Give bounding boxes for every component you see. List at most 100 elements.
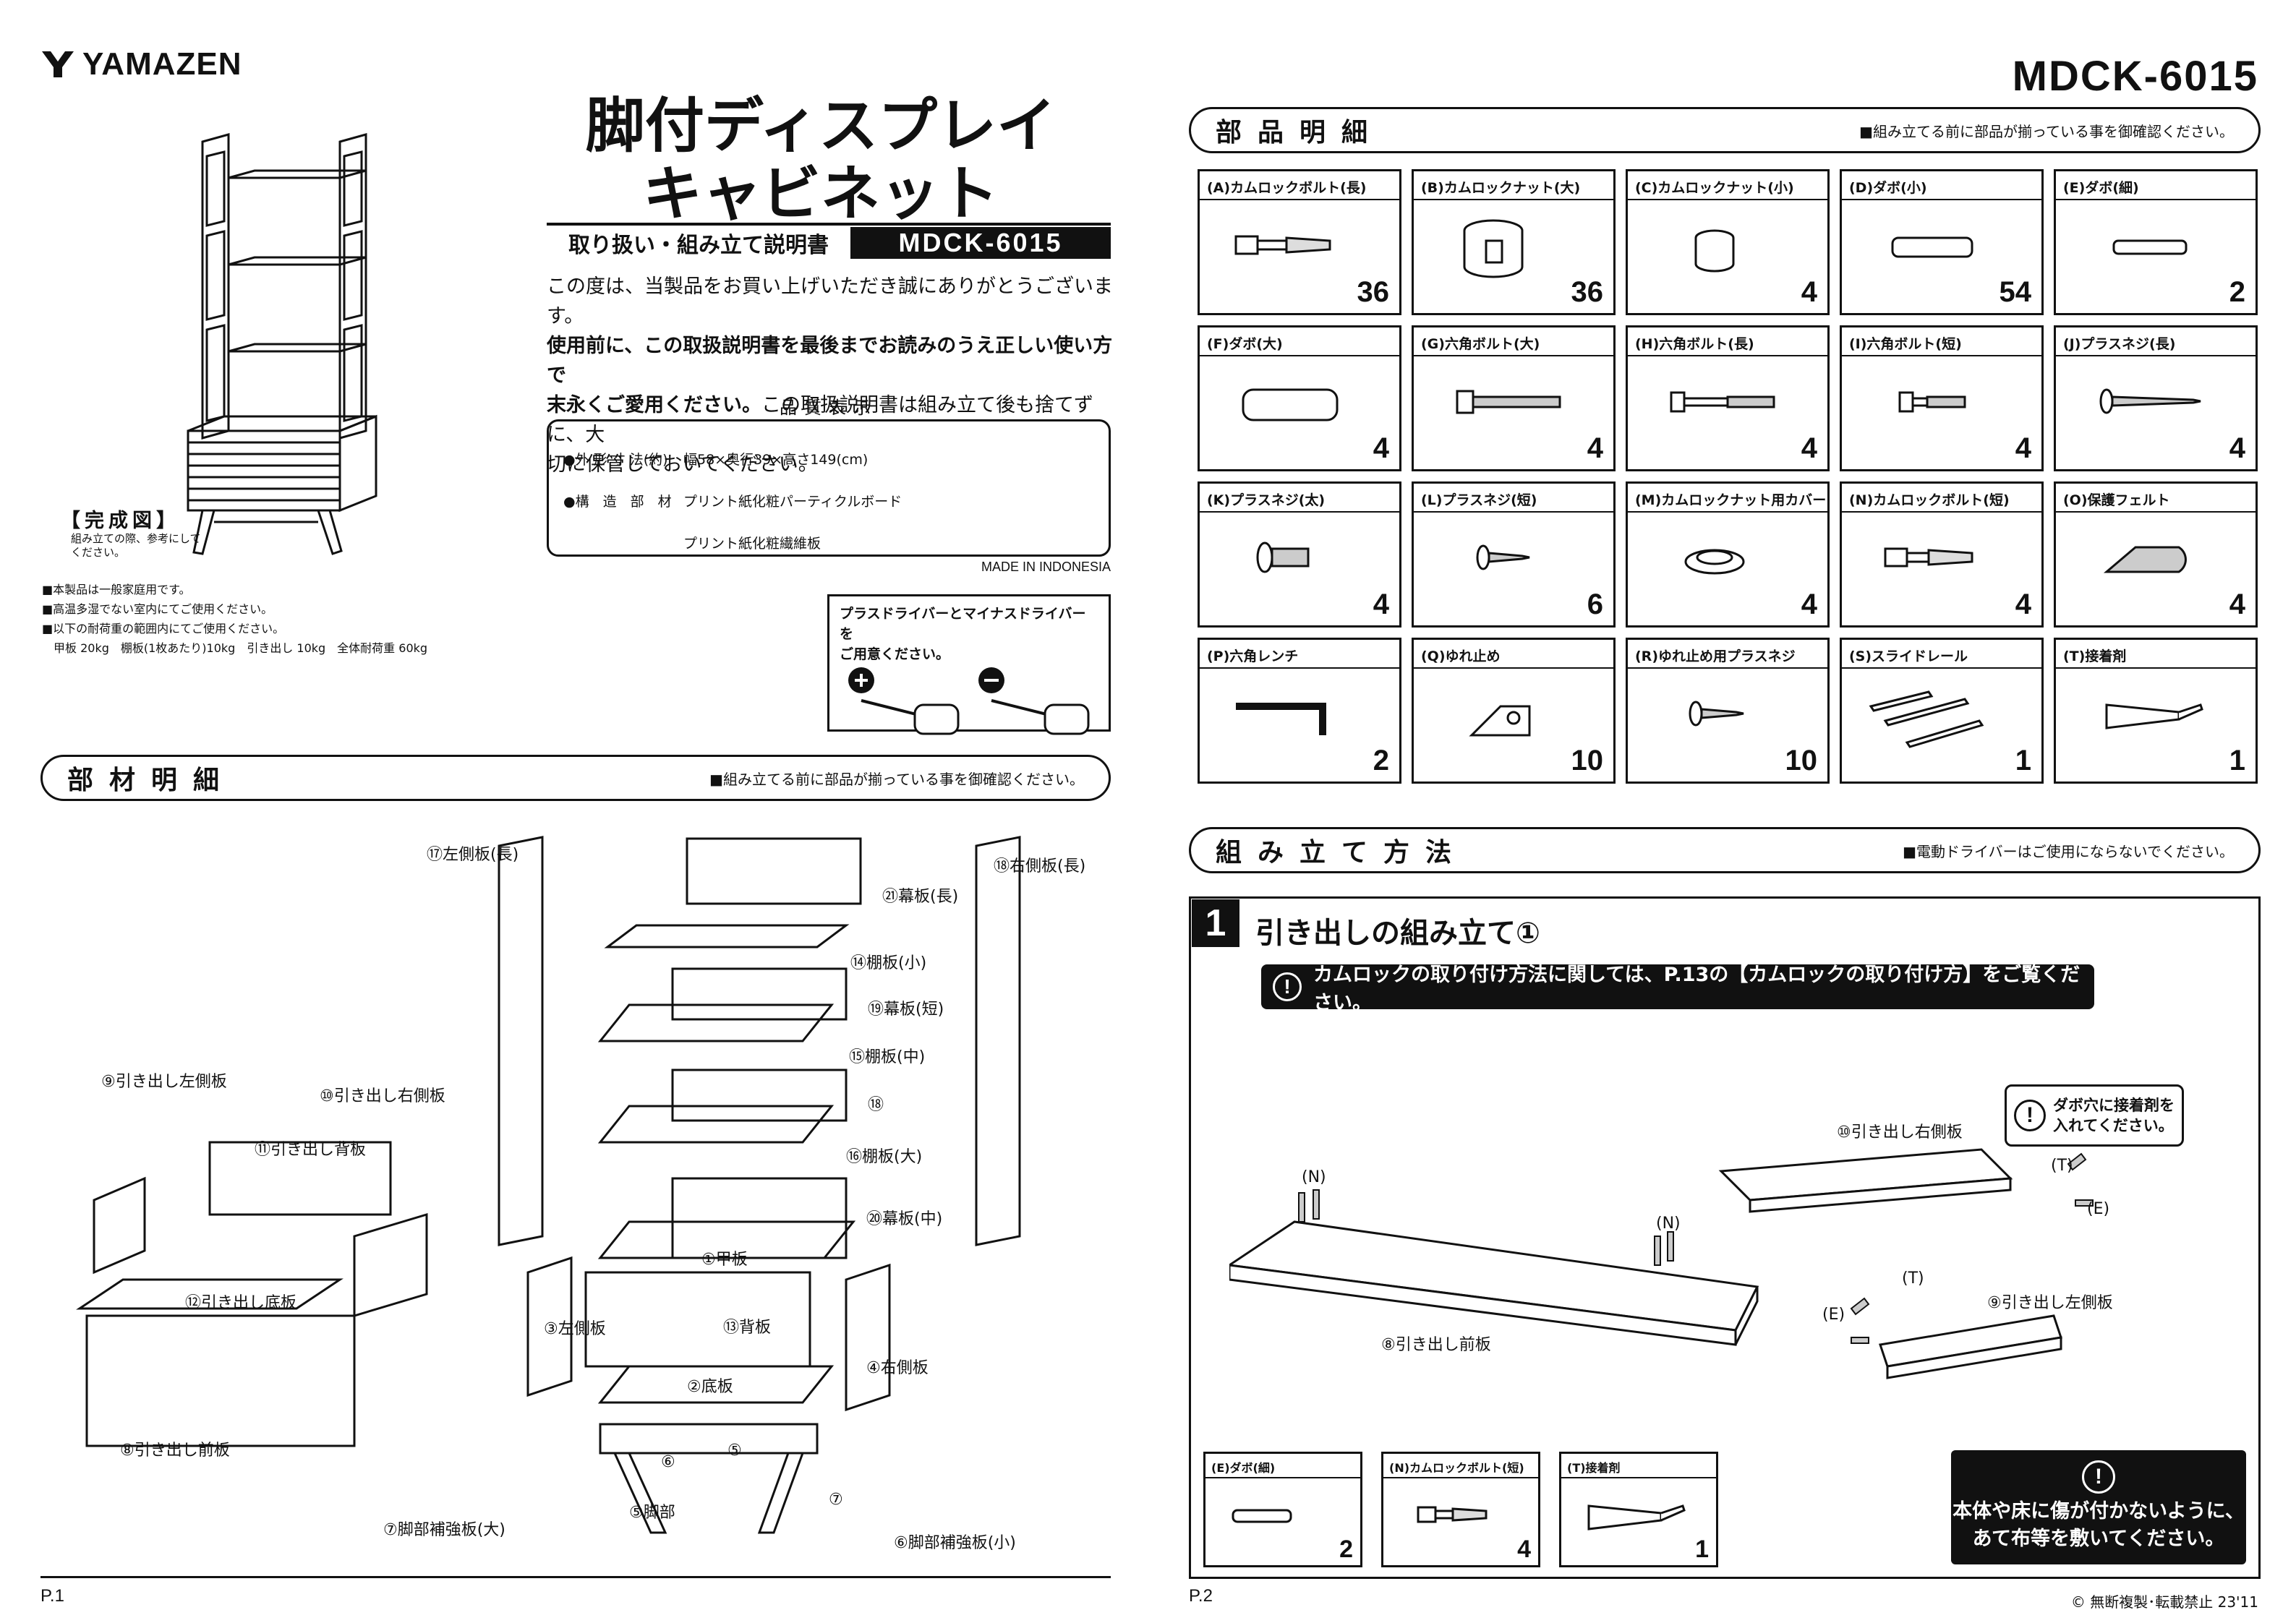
label-p17: ⑰左側板(長) bbox=[427, 846, 519, 864]
step-label-n2: (N) bbox=[1656, 1215, 1681, 1233]
page1-footer-rule bbox=[40, 1576, 1111, 1578]
intro-text: この度は、当製品をお買い上げいただき誠にありがとうございます。 使用前に、この取… bbox=[547, 275, 1113, 476]
dowel-large-icon bbox=[1242, 388, 1339, 421]
mini-part-n: (N)カムロックボルト(短) 4 bbox=[1381, 1452, 1540, 1567]
label-p11: ⑪引き出し背板 bbox=[255, 1141, 367, 1159]
made-in: MADE IN INDONESIA bbox=[981, 560, 1111, 574]
page-number-1: P.1 bbox=[40, 1586, 64, 1606]
screw-long-icon bbox=[2099, 388, 2201, 414]
label-p21: ㉑幕板(長) bbox=[882, 888, 959, 906]
part-cell-m: (M)カムロックナット用カバー 4 bbox=[1626, 481, 1830, 628]
step-label-p10: ⑩引き出し右側板 bbox=[1837, 1123, 1963, 1142]
part-cell-d: (D)ダボ(小) 54 bbox=[1840, 169, 2044, 315]
complete-diagram-note: 組み立ての際、参考にしてください。 bbox=[71, 532, 201, 559]
step-1-box bbox=[1189, 896, 2261, 1579]
part-cell-a: (A)カムロックボルト(長) 36 bbox=[1198, 169, 1401, 315]
floor-protection-warning: ! 本体や床に傷が付かないように、 あて布等を敷いてください。 bbox=[1951, 1450, 2246, 1564]
step-label-e2: (E) bbox=[1822, 1306, 1845, 1324]
page-number-2: P.2 bbox=[1189, 1586, 1213, 1606]
label-p14: ⑭棚板(小) bbox=[850, 954, 927, 972]
mini-part-t: (T)接着剤 1 bbox=[1559, 1452, 1718, 1567]
hex-bolt-long-icon bbox=[1670, 391, 1775, 413]
cam-nut-small-icon bbox=[1694, 229, 1735, 273]
slide-rail-icon bbox=[1869, 690, 1984, 748]
part-cell-j: (J)プラスネジ(長) 4 bbox=[2054, 325, 2258, 471]
step-label-e1: (E) bbox=[2087, 1200, 2110, 1218]
quality-heading: 品質表示 bbox=[780, 398, 878, 418]
part-cell-f: (F)ダボ(大) 4 bbox=[1198, 325, 1401, 471]
cam-bolt-short-icon bbox=[1884, 547, 1973, 568]
step-label-t1: (T) bbox=[2051, 1157, 2073, 1175]
felt-pad-icon bbox=[2103, 546, 2187, 573]
label-p9: ⑨引き出し左側板 bbox=[101, 1073, 227, 1091]
step-label-p9: ⑨引き出し左側板 bbox=[1987, 1294, 2113, 1312]
cam-bolt-long-icon bbox=[1234, 235, 1331, 255]
label-p5: ⑤ bbox=[727, 1442, 742, 1460]
glue-callout: ! ダボ穴に接着剤を入れてください。 bbox=[2005, 1084, 2184, 1147]
dowel-thin-icon bbox=[2112, 239, 2188, 255]
glue-tube-icon bbox=[2105, 703, 2203, 729]
part-cell-g: (G)六角ボルト(大) 4 bbox=[1412, 325, 1616, 471]
part-cell-l: (L)プラスネジ(短) 6 bbox=[1412, 481, 1616, 628]
screwdriver-illustration bbox=[848, 667, 1090, 735]
label-p6: ⑥ bbox=[661, 1453, 675, 1471]
model-number: MDCK-6015 bbox=[2012, 53, 2258, 100]
part-cell-h: (H)六角ボルト(長) 4 bbox=[1626, 325, 1830, 471]
subtitle-model: MDCK-6015 bbox=[850, 227, 1111, 259]
hex-wrench-icon bbox=[1236, 703, 1326, 735]
part-cell-b: (B)カムロックナット(大) 36 bbox=[1412, 169, 1616, 315]
dowel-small-icon bbox=[1891, 236, 1973, 258]
quality-box: ●外 形 寸 法(約)幅58×奥行39×高さ149(cm) ●構 造 部 材プリ… bbox=[547, 419, 1111, 557]
label-p8: ⑧引き出し前板 bbox=[120, 1442, 230, 1460]
label-p3: ③左側板 bbox=[544, 1320, 606, 1338]
cam-cover-icon bbox=[1684, 549, 1745, 575]
subtitle-row: 取り扱い・組み立て説明書 MDCK-6015 bbox=[547, 223, 1111, 260]
assembly-section-header: 組み立て方法 ■電動ドライバーはご使用にならないでください。 bbox=[1189, 827, 2261, 873]
step1-illustration bbox=[1229, 1148, 2094, 1379]
brand-name: YAMAZEN bbox=[82, 46, 242, 82]
step-label-n1: (N) bbox=[1302, 1168, 1326, 1186]
step-title: 引き出しの組み立て① bbox=[1255, 917, 1540, 950]
label-p18: ⑱右側板(長) bbox=[994, 857, 1086, 875]
cam-nut-large-icon bbox=[1463, 219, 1524, 278]
label-p20: ⑳幕板(中) bbox=[866, 1210, 943, 1228]
part-cell-k: (K)プラスネジ(太) 4 bbox=[1198, 481, 1401, 628]
brand-logo: YAMAZEN bbox=[40, 46, 242, 82]
title-line2: キャビネット bbox=[642, 160, 999, 228]
screw-short-icon bbox=[1476, 544, 1530, 570]
step-label-p8: ⑧引き出し前板 bbox=[1381, 1336, 1491, 1354]
complete-diagram-label: 【完成図】 bbox=[61, 510, 180, 532]
tools-box: プラスドライバーとマイナスドライバーを ご用意ください。 bbox=[827, 594, 1111, 735]
title-line1: 脚付ディスプレイ bbox=[585, 92, 1057, 160]
label-p10: ⑩引き出し右側板 bbox=[320, 1087, 445, 1105]
part-cell-e: (E)ダボ(細) 2 bbox=[2054, 169, 2258, 315]
anti-tip-screw-icon bbox=[1689, 701, 1744, 727]
part-cell-o: (O)保護フェルト 4 bbox=[2054, 481, 2258, 628]
warning-icon: ! bbox=[1273, 972, 1302, 1001]
step-label-t2: (T) bbox=[1902, 1269, 1924, 1288]
label-p16: ⑯棚板(大) bbox=[846, 1148, 923, 1166]
materials-section-header: 部材明細 ■組み立てる前に部品が揃っている事を御確認ください。 bbox=[40, 755, 1111, 801]
dowel-thin-icon bbox=[1232, 1509, 1292, 1523]
finished-cabinet-illustration bbox=[187, 133, 377, 555]
label-p5-full: ⑤脚部 bbox=[629, 1504, 675, 1522]
cam-bolt-short-icon bbox=[1417, 1506, 1488, 1523]
part-cell-s: (S)スライドレール 1 bbox=[1840, 638, 2044, 784]
part-cell-n: (N)カムロックボルト(短) 4 bbox=[1840, 481, 2044, 628]
screw-thick-icon bbox=[1256, 541, 1310, 573]
yamazen-logo-icon bbox=[42, 51, 74, 77]
label-p7-full: ⑦脚部補強板(大) bbox=[383, 1521, 505, 1539]
part-cell-q: (Q)ゆれ止め 10 bbox=[1412, 638, 1616, 784]
label-p19: ⑲幕板(短) bbox=[868, 1001, 944, 1019]
part-cell-c: (C)カムロックナット(小) 4 bbox=[1626, 169, 1830, 315]
product-title: 脚付ディスプレイ キャビネット bbox=[557, 93, 1085, 228]
glue-tube-icon bbox=[1587, 1504, 1686, 1530]
hex-bolt-large-icon bbox=[1456, 390, 1561, 414]
warning-icon: ! bbox=[2082, 1460, 2115, 1494]
label-p6-full: ⑥脚部補強板(小) bbox=[894, 1534, 1016, 1552]
part-cell-t: (T)接着剤 1 bbox=[2054, 638, 2258, 784]
label-p7: ⑦ bbox=[829, 1491, 843, 1509]
exploded-view-diagram bbox=[76, 836, 1021, 1534]
label-p1: ①甲板 bbox=[701, 1251, 748, 1269]
label-p15: ⑮棚板(中) bbox=[849, 1048, 926, 1066]
